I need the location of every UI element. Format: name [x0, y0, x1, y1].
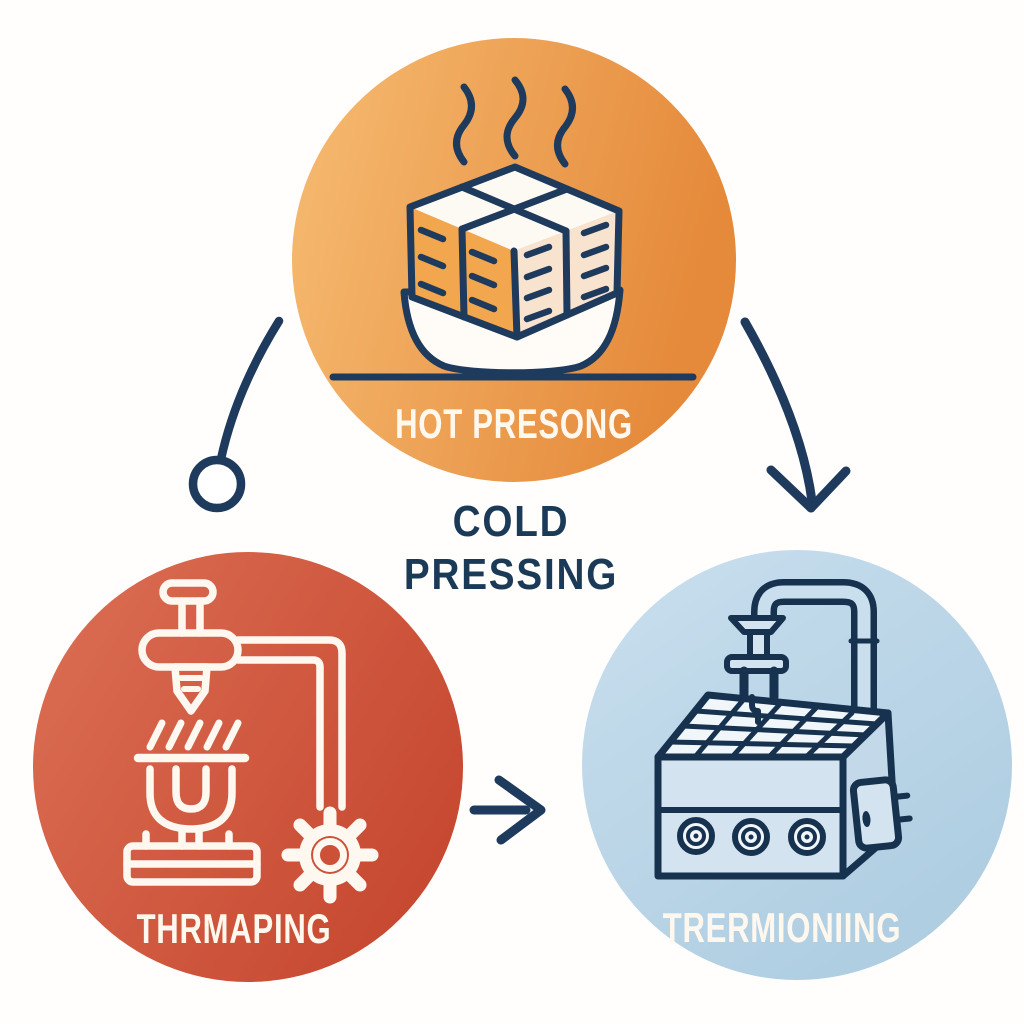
gear-icon	[281, 806, 379, 904]
connectors	[188, 316, 851, 845]
node-label-thermoning: TRERMIONIING	[662, 904, 902, 951]
title-line-2: PRESSING	[403, 550, 619, 599]
tofu-cubes-icon	[406, 163, 623, 341]
node-label-thermoforming: THRMAPING	[136, 905, 332, 952]
press-clamp-icon	[724, 615, 789, 725]
arrowhead	[766, 465, 816, 513]
arrow-left-to-right	[469, 775, 546, 845]
machine-grid-top	[654, 691, 892, 761]
arrow-top-to-right	[740, 317, 851, 513]
press-base-icon	[123, 830, 261, 886]
steaming-tofu-bowl-icon	[329, 76, 697, 381]
connector-top-to-left	[188, 316, 284, 513]
pipe-arch-icon	[751, 579, 880, 727]
heat-lines-icon	[146, 719, 242, 751]
press-nozzle-icon	[171, 663, 211, 715]
control-knobs	[677, 817, 826, 856]
power-plug-icon	[849, 776, 913, 852]
connector-end-circle	[188, 455, 246, 513]
diagram-title: COLD PRESSING	[291, 495, 731, 601]
steam-icon	[453, 76, 576, 168]
press-arm-pipe	[234, 636, 346, 811]
node-label-hot-pressing: HOT PRESONG	[395, 400, 633, 447]
tofu-texture-dashes	[417, 221, 610, 323]
thermo-machine-icon	[654, 579, 913, 880]
title-line-1: COLD	[452, 497, 570, 546]
machine-front-face	[654, 753, 847, 880]
arrowhead	[806, 466, 851, 513]
press-machine-icon	[123, 579, 379, 904]
